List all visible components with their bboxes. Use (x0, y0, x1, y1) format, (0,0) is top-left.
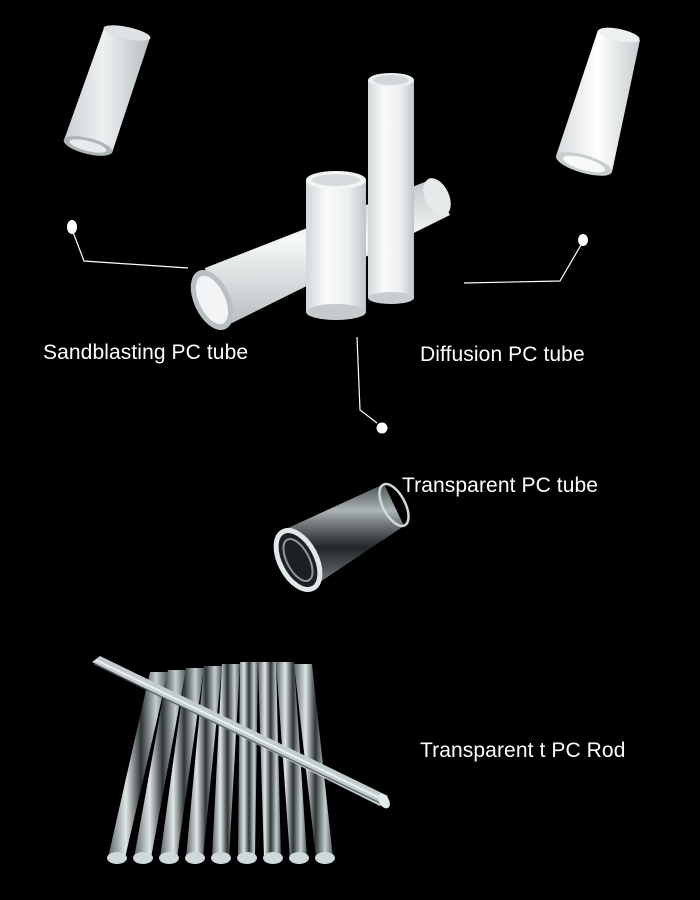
transparent-tube-label: Transparent PC tube (402, 474, 599, 497)
sandblasting-tube-image (63, 25, 151, 156)
diffusion-tube-image (556, 27, 640, 176)
callout-sandblasting (67, 220, 189, 269)
callout-diffusion (463, 234, 588, 284)
transparent-rods-image (92, 656, 390, 864)
sandblasting-tube-label: Sandblasting PC tube (43, 341, 249, 364)
tube-group-image (190, 73, 451, 330)
transparent-rod-label: Transparent t PC Rod (420, 739, 626, 762)
transparent-tube-image (273, 482, 410, 592)
callout-transparent-tube (356, 336, 388, 434)
diffusion-tube-label: Diffusion PC tube (420, 343, 585, 366)
